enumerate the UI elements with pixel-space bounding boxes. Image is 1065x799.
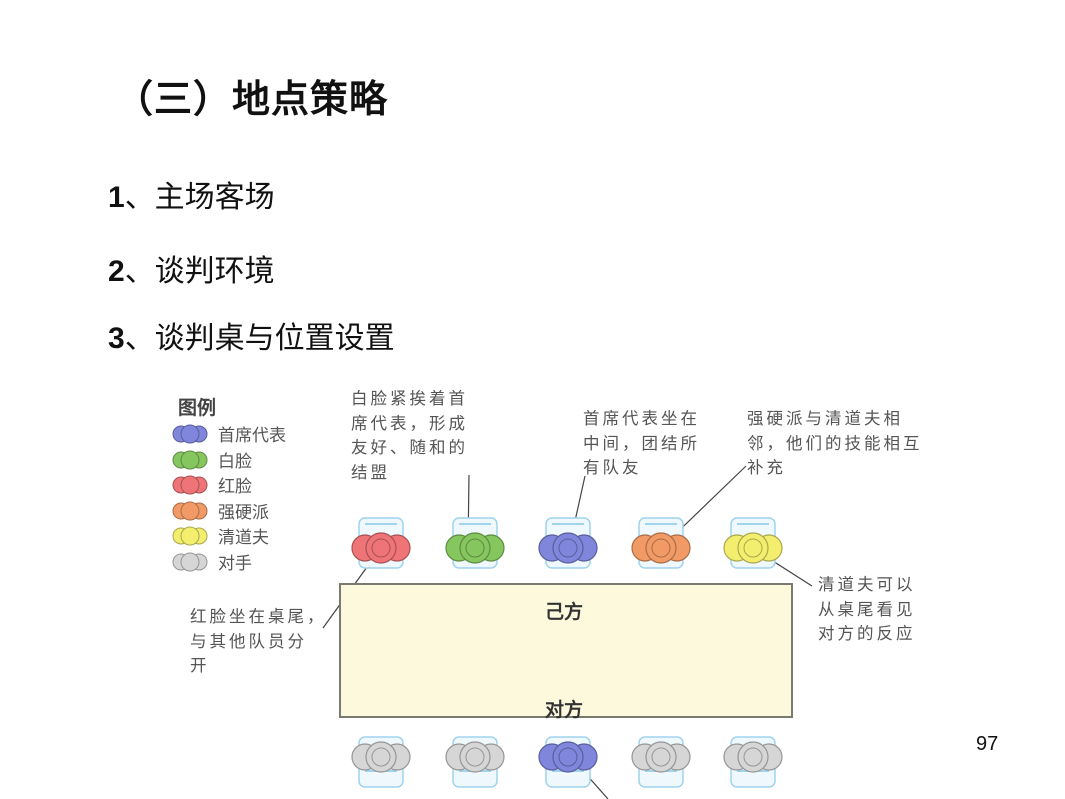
annotation-chief: 首席代表坐在 中间，团结所 有队友 bbox=[583, 407, 700, 481]
annotation-sweeper: 清道夫可以 从桌尾看见 对方的反应 bbox=[818, 573, 916, 647]
annotation-hardliner: 强硬派与清道夫相 邻，他们的技能相互 补充 bbox=[747, 407, 923, 481]
seat-hardliner bbox=[631, 517, 691, 569]
opponent-seats bbox=[351, 736, 783, 788]
annotation-line: 有队友 bbox=[583, 458, 642, 477]
legend-label: 红脸 bbox=[218, 477, 252, 498]
legend-label: 对手 bbox=[218, 553, 252, 574]
table-label-own-side: 己方 bbox=[545, 601, 584, 623]
seat-white-face bbox=[445, 517, 505, 569]
annotation-line: 白脸紧挨着首 bbox=[351, 389, 468, 408]
table-label-opponent-side: 对方 bbox=[545, 699, 584, 721]
yellow-seat-icon bbox=[172, 526, 208, 546]
annotation-line: 从桌尾看见 bbox=[818, 599, 916, 619]
item-text: 、谈判环境 bbox=[124, 254, 275, 289]
annotation-line: 清道夫可以 bbox=[818, 575, 916, 594]
annotation-red-face: 红脸坐在桌尾， 与其他队员分 开 bbox=[190, 605, 327, 679]
list-item-table-seating: 3、谈判桌与位置设置 bbox=[108, 313, 395, 357]
seat-opponent bbox=[723, 736, 783, 788]
annotation-line: 强硬派与清道夫相 bbox=[747, 409, 903, 428]
annotation-line: 补充 bbox=[747, 458, 786, 477]
seat-chief bbox=[538, 517, 598, 569]
annotation-line: 邻，他们的技能相互 bbox=[747, 433, 923, 453]
item-text: 、谈判桌与位置设置 bbox=[124, 321, 395, 356]
own-team-seats bbox=[351, 517, 783, 569]
annotation-line: 对方的反应 bbox=[818, 624, 916, 643]
slide-title: （三）地点策略 bbox=[115, 77, 389, 121]
seat-opponent-chief bbox=[538, 736, 598, 788]
annotation-line: 结盟 bbox=[351, 462, 390, 482]
list-item-environment: 2、谈判环境 bbox=[108, 246, 275, 290]
seat-sweeper bbox=[723, 517, 783, 569]
annotation-line: 席代表，形成 bbox=[351, 413, 468, 433]
list-item-home-away: 1、主场客场 bbox=[108, 172, 275, 216]
legend-label: 白脸 bbox=[218, 451, 252, 472]
legend-label: 清道夫 bbox=[218, 528, 269, 549]
legend-label: 强硬派 bbox=[218, 502, 269, 523]
annotation-white-face: 白脸紧挨着首 席代表，形成 友好、随和的 结盟 bbox=[351, 387, 468, 485]
green-seat-icon bbox=[172, 450, 208, 470]
item-number: 2 bbox=[108, 255, 125, 288]
annotation-line: 与其他队员分 bbox=[190, 631, 307, 651]
annotation-line: 开 bbox=[190, 656, 210, 675]
annotation-line: 中间，团结所 bbox=[583, 433, 700, 453]
item-number: 1 bbox=[108, 181, 125, 214]
grey-seat-icon bbox=[172, 552, 208, 572]
seat-opponent bbox=[445, 736, 505, 788]
blue-seat-icon bbox=[172, 424, 208, 444]
annotation-line: 友好、随和的 bbox=[351, 438, 468, 457]
annotation-line: 红脸坐在桌尾， bbox=[190, 607, 327, 626]
item-text: 、主场客场 bbox=[124, 180, 275, 215]
negotiation-table bbox=[339, 583, 793, 718]
item-number: 3 bbox=[108, 322, 125, 355]
annotation-line: 首席代表坐在 bbox=[583, 409, 700, 428]
seat-opponent bbox=[351, 736, 411, 788]
orange-seat-icon bbox=[172, 501, 208, 521]
legend-label: 首席代表 bbox=[218, 426, 286, 446]
seat-opponent bbox=[631, 736, 691, 788]
legend-title: 图例 bbox=[178, 397, 217, 419]
red-seat-icon bbox=[172, 475, 208, 495]
seat-red-face bbox=[351, 517, 411, 569]
page-number: 97 bbox=[976, 733, 999, 755]
